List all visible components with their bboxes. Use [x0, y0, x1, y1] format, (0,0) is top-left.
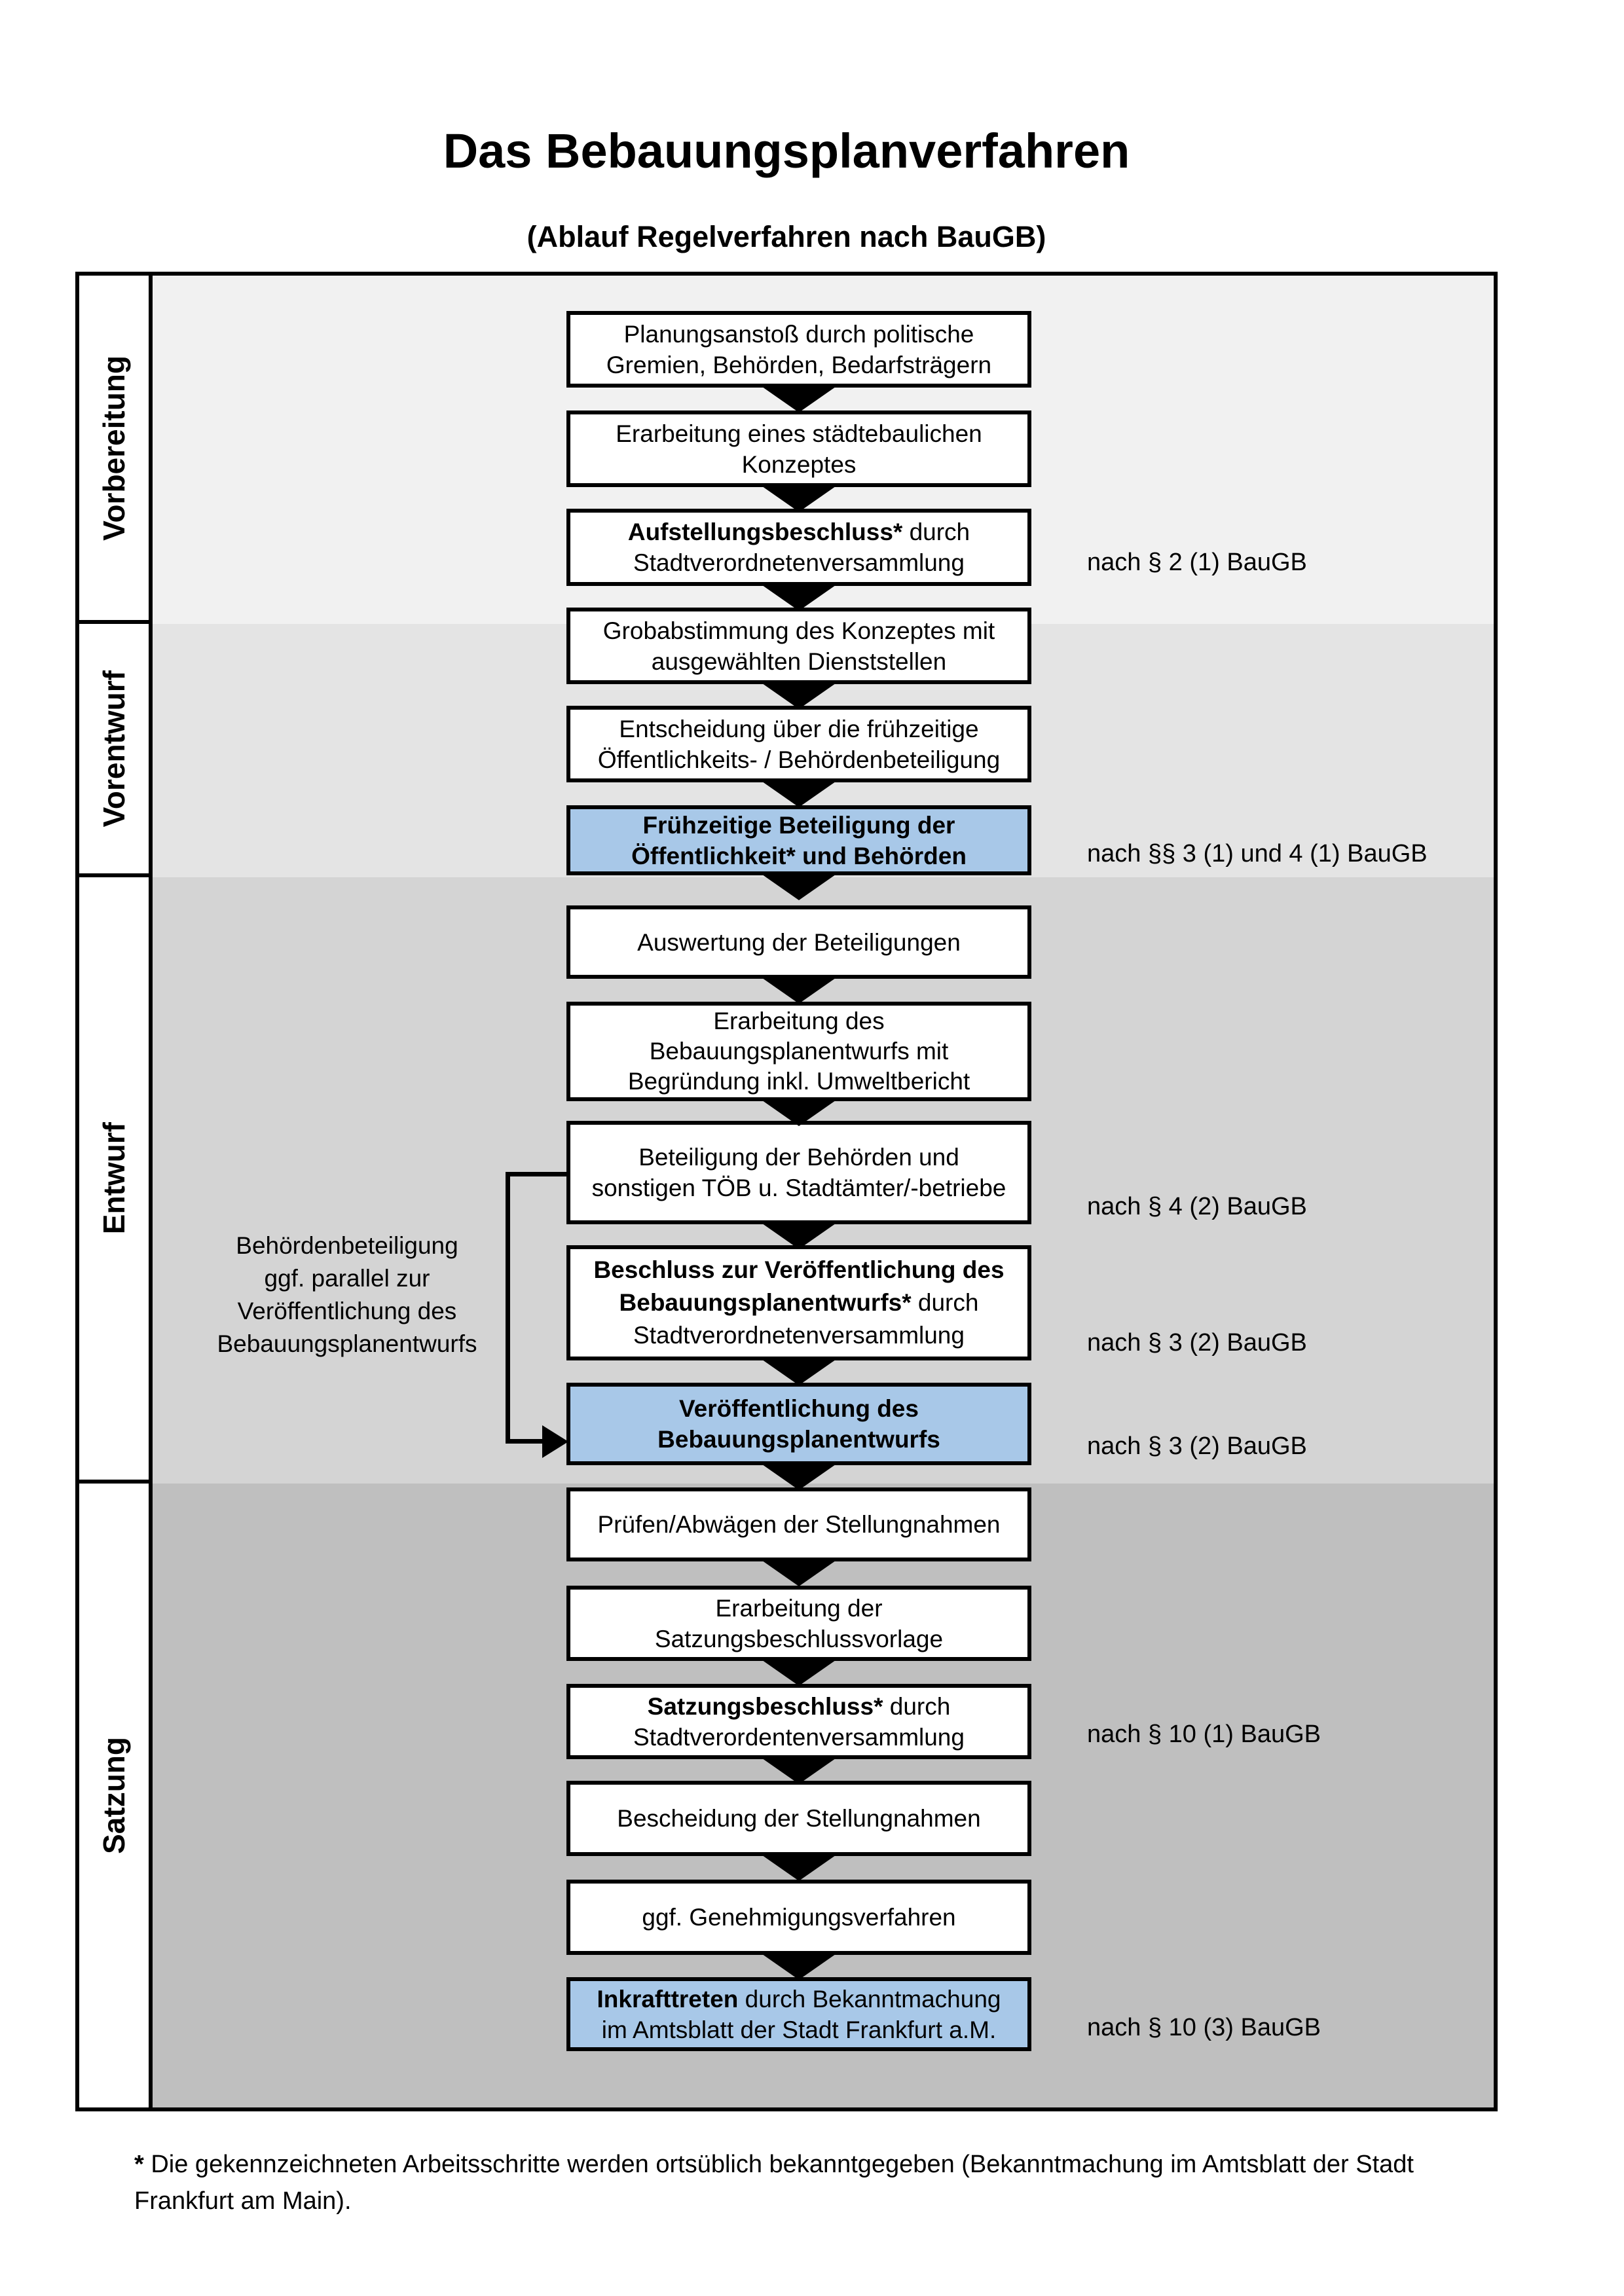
phase-cell-satzung: Satzung [79, 1484, 149, 2107]
law-annotation-7: nach § 10 (3) BauGB [1087, 2014, 1321, 2041]
phase-cell-entwurf: Entwurf [79, 877, 149, 1484]
step-aufstellungsbeschluss: Aufstellungsbeschluss* durch Stadtverord… [566, 509, 1031, 586]
down-arrow-icon [758, 680, 840, 709]
step-text: Erarbeitung des Bebauungsplanentwurfs mi… [627, 1008, 970, 1095]
law-annotation-3: nach § 4 (2) BauGB [1087, 1193, 1307, 1220]
step-konzept-erarbeitung: Erarbeitung eines städtebaulichen Konzep… [566, 410, 1031, 487]
down-arrow-icon [758, 1558, 840, 1586]
down-arrow-icon [758, 1951, 840, 1980]
down-arrow-icon [758, 1097, 840, 1126]
step-inkrafttreten: Inkrafttreten durch Bekanntmachung im Am… [566, 1977, 1031, 2051]
step-text: durch Stadtverordentenversammlung [633, 1692, 965, 1751]
down-arrow-icon [758, 384, 840, 412]
law-annotation-6: nach § 10 (1) BauGB [1087, 1721, 1321, 1748]
step-bescheidung: Bescheidung der Stellungnahmen [566, 1781, 1031, 1856]
step-text-bold: Frühzeitige Beteiligung der Öffentlichke… [631, 811, 967, 869]
step-text: Beteiligung der Behörden und sonstigen T… [591, 1144, 1006, 1201]
page-subtitle: (Ablauf Regelverfahren nach BauGB) [526, 220, 1046, 253]
connector-arrow-icon [542, 1425, 568, 1458]
step-text: Entscheidung über die frühzeitige Öffent… [597, 715, 1001, 773]
down-arrow-icon [758, 1461, 840, 1490]
step-veroeffentlichung: Veröffentlichung des Bebauungsplanentwur… [566, 1383, 1031, 1465]
down-arrow-icon [758, 1657, 840, 1686]
step-text: Auswertung der Beteiligungen [637, 928, 961, 956]
step-planungsanstoss: Planungsanstoß durch politische Gremien,… [566, 311, 1031, 388]
down-arrow-icon [758, 1755, 840, 1784]
step-text: durch Stadtverordnetenversammlung [633, 1289, 979, 1349]
down-arrow-icon [758, 582, 840, 611]
step-behoerdenbeteiligung: Beteiligung der Behörden und sonstigen T… [566, 1121, 1031, 1224]
down-arrow-icon [758, 1357, 840, 1385]
down-arrow-icon [758, 483, 840, 512]
step-auswertung: Auswertung der Beteiligungen [566, 905, 1031, 979]
step-text-bold: Satzungsbeschluss* [647, 1692, 883, 1720]
connector-line-top [506, 1172, 566, 1176]
step-text: Grobabstimmung des Konzeptes mit ausgewä… [602, 617, 995, 675]
phase-label-satzung: Satzung [97, 1737, 131, 1854]
step-text-bold: Aufstellungsbeschluss* [627, 519, 903, 545]
law-annotation-5: nach § 3 (2) BauGB [1087, 1432, 1307, 1460]
step-text: ggf. Genehmigungsverfahren [642, 1904, 956, 1931]
step-beschluss-veroeffentlichung: Beschluss zur Veröffentlichung des Bebau… [566, 1245, 1031, 1360]
step-text: durch Bekanntmachung im Amtsblatt der St… [601, 1985, 1001, 2043]
step-fruehzeitige-beteiligung: Frühzeitige Beteiligung der Öffentlichke… [566, 805, 1031, 875]
step-satzungsvorlage: Erarbeitung der Satzungsbeschlussvorlage [566, 1586, 1031, 1661]
step-text: Planungsanstoß durch politische Gremien,… [606, 320, 992, 378]
step-text: Erarbeitung eines städtebaulichen Konzep… [616, 420, 982, 478]
step-entwurf-erarbeitung: Erarbeitung des Bebauungsplanentwurfs mi… [566, 1002, 1031, 1101]
step-text-bold: Beschluss zur Veröffentlichung des Bebau… [593, 1256, 1005, 1316]
phase-column: Vorbereitung Vorentwurf Entwurf Satzung [79, 276, 153, 2107]
down-arrow-icon [758, 778, 840, 807]
step-genehmigungsverfahren: ggf. Genehmigungsverfahren [566, 1880, 1031, 1955]
side-note: Behördenbeteiligung ggf. parallel zur Ve… [217, 1232, 477, 1357]
step-pruefen-abwaegen: Prüfen/Abwägen der Stellungnahmen [566, 1487, 1031, 1561]
law-annotation-4: nach § 3 (2) BauGB [1087, 1329, 1307, 1357]
step-text: Erarbeitung der Satzungsbeschlussvorlage [654, 1594, 944, 1652]
footnote-marker: * [134, 2151, 144, 2178]
down-arrow-icon [758, 1220, 840, 1249]
step-text: durch Stadtverordnetenversammlung [633, 519, 970, 576]
step-entscheidung-beteiligung: Entscheidung über die frühzeitige Öffent… [566, 706, 1031, 782]
step-satzungsbeschluss: Satzungsbeschluss* durch Stadtverordente… [566, 1684, 1031, 1759]
phase-label-vorbereitung: Vorbereitung [97, 355, 131, 541]
down-arrow-icon [758, 1852, 840, 1881]
step-text-bold: Veröffentlichung des Bebauungsplanentwur… [657, 1395, 940, 1453]
step-grobabstimmung: Grobabstimmung des Konzeptes mit ausgewä… [566, 608, 1031, 684]
footnote-text: Die gekennzeichneten Arbeitsschritte wer… [134, 2151, 1414, 2215]
connector-line-bottom [506, 1439, 546, 1444]
step-text: Prüfen/Abwägen der Stellungnahmen [597, 1511, 1001, 1538]
law-annotation-2: nach §§ 3 (1) und 4 (1) BauGB [1087, 840, 1428, 867]
down-arrow-icon [758, 871, 840, 900]
phase-label-vorentwurf: Vorentwurf [97, 670, 131, 828]
connector-line-vertical [506, 1172, 510, 1444]
phase-cell-vorbereitung: Vorbereitung [79, 276, 149, 624]
phase-cell-vorentwurf: Vorentwurf [79, 624, 149, 877]
down-arrow-icon [758, 975, 840, 1004]
law-annotation-1: nach § 2 (1) BauGB [1087, 549, 1307, 576]
footnote: * Die gekennzeichneten Arbeitsschritte w… [134, 2146, 1503, 2219]
step-text-bold: Inkrafttreten [597, 1985, 739, 2013]
step-text: Bescheidung der Stellungnahmen [617, 1805, 981, 1832]
page-title: Das Bebauungsplanverfahren [443, 124, 1130, 178]
phase-label-entwurf: Entwurf [97, 1122, 131, 1235]
